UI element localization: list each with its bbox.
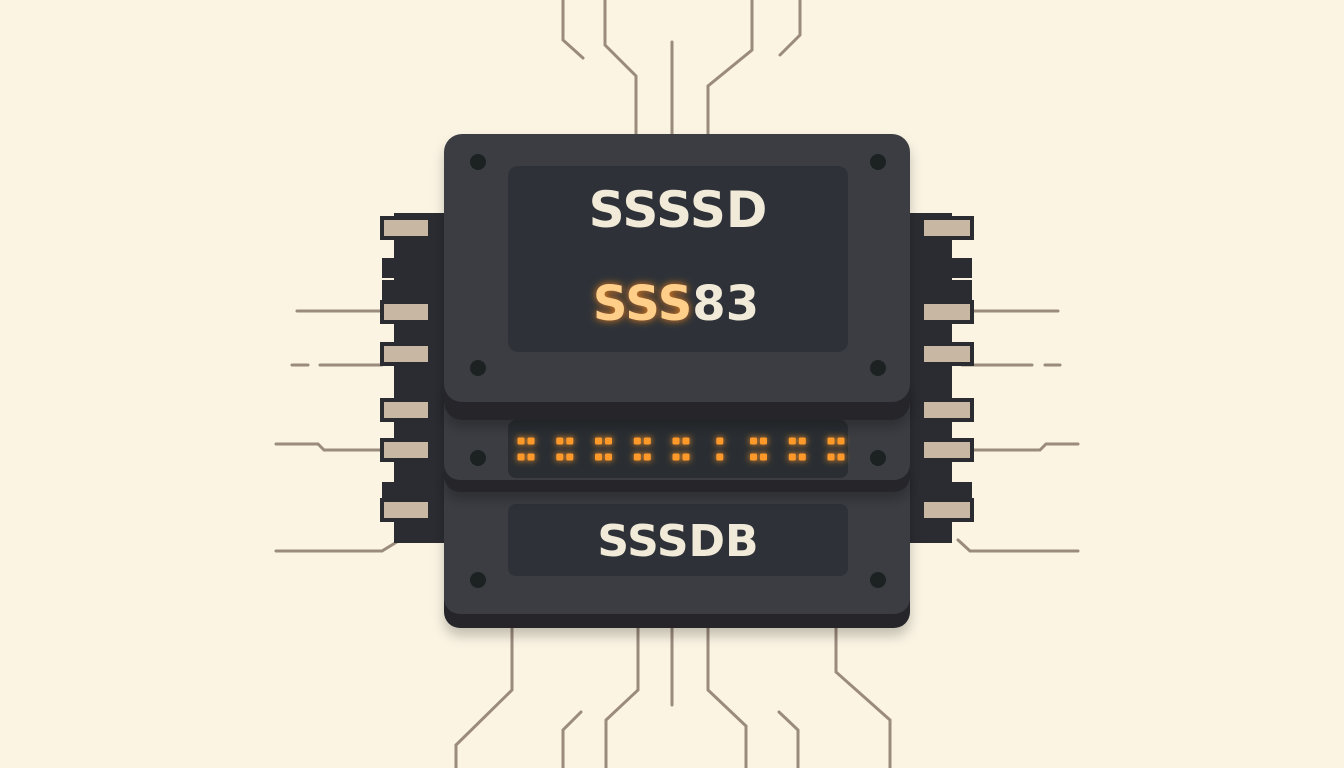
left-pins <box>380 213 446 543</box>
led-dot <box>595 453 602 461</box>
led-dot <box>682 453 690 461</box>
led-dot <box>798 437 806 445</box>
led-dot <box>716 453 724 461</box>
led-dot <box>672 437 680 445</box>
chip-layer-top <box>444 134 910 420</box>
led-dot <box>760 453 767 461</box>
led-dot <box>556 453 564 461</box>
led-dot <box>595 437 602 445</box>
right-pins <box>900 213 974 543</box>
led-dot <box>760 437 767 445</box>
led-dot <box>556 437 564 445</box>
middle-label-glow: SSS <box>593 276 692 332</box>
led-dot <box>643 453 651 461</box>
led-dot <box>566 437 574 445</box>
led-dot <box>827 453 835 461</box>
led-dot <box>750 437 757 445</box>
led-dot <box>827 437 835 445</box>
middle-label-plain: 83 <box>692 276 759 332</box>
led-indicator-bar <box>517 437 845 461</box>
bottom-label: SSSDB <box>597 516 758 567</box>
led-dot <box>566 453 574 461</box>
led-dot <box>633 437 641 445</box>
led-dot <box>605 437 612 445</box>
led-dot <box>837 437 845 445</box>
led-dot <box>517 453 525 461</box>
led-dot <box>527 453 535 461</box>
top-label: SSSSD <box>589 181 768 239</box>
led-dot <box>633 453 641 461</box>
led-dot <box>798 453 806 461</box>
led-dot <box>605 453 612 461</box>
led-dot <box>672 453 680 461</box>
led-dot <box>788 453 796 461</box>
led-dot <box>527 437 535 445</box>
middle-label: SSS83 <box>593 276 759 332</box>
led-dot <box>643 437 651 445</box>
led-dot <box>837 453 845 461</box>
led-dot <box>716 437 724 445</box>
circuit-traces <box>274 0 1080 768</box>
led-dot <box>682 437 690 445</box>
led-dot <box>788 437 796 445</box>
led-dot <box>750 453 757 461</box>
led-dot <box>517 437 525 445</box>
chip-layer-bottom <box>444 466 910 628</box>
